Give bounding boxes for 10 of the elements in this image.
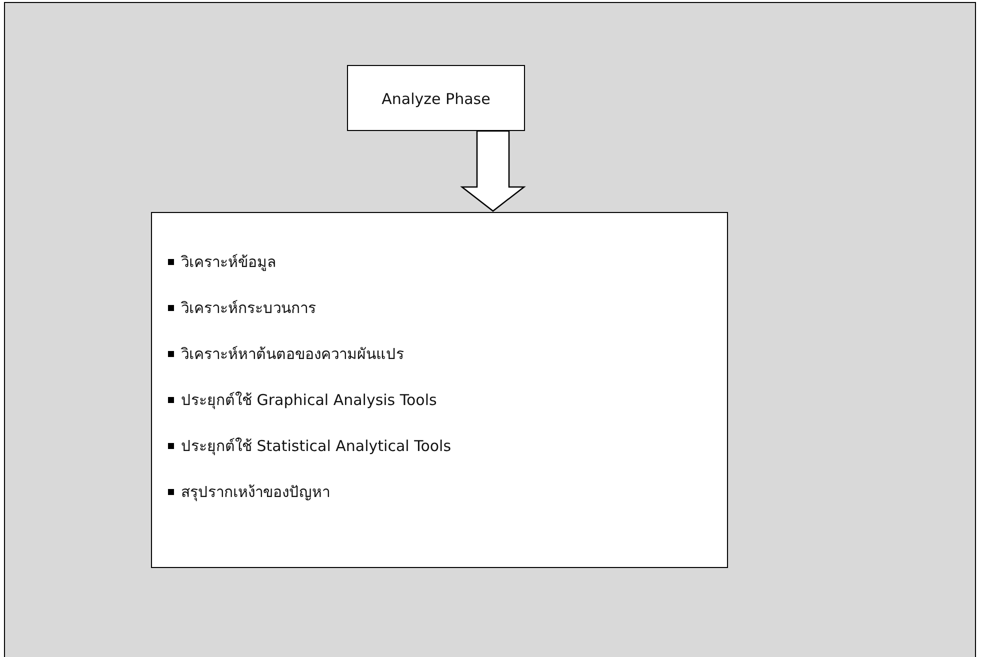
box-title: Analyze Phase	[380, 89, 492, 110]
list-item: วิเคราะห์กระบวนการ	[168, 297, 316, 319]
list-item: ประยุกต์ใช้ Graphical Analysis Tools	[168, 389, 437, 411]
list-item: วิเคราะห์ข้อมูล	[168, 251, 276, 273]
block-arrow	[460, 130, 526, 212]
list-item: ประยุกต์ใช้ Statistical Analytical Tools	[168, 435, 452, 457]
list-item: สรุปรากเหง้าของปัญหา	[168, 481, 330, 503]
list-item: วิเคราะห์หาต้นตอของความผันแปร	[168, 343, 404, 365]
phase-box	[347, 65, 525, 131]
list-box	[151, 212, 728, 568]
